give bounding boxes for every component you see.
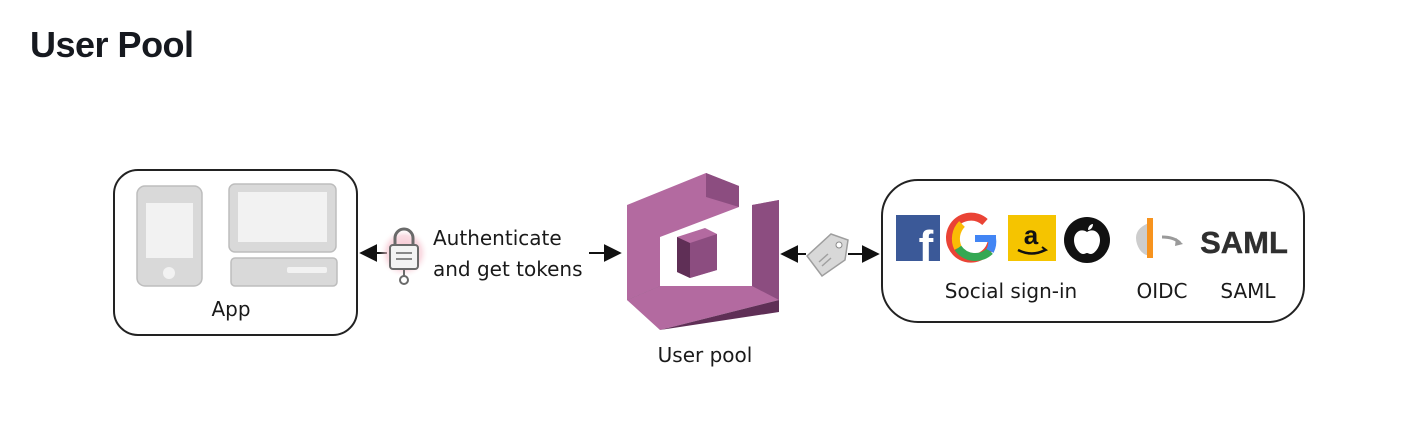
facebook-icon: f xyxy=(896,215,940,271)
google-icon xyxy=(946,212,997,263)
social-sign-in-label: Social sign-in xyxy=(945,279,1077,303)
apple-icon xyxy=(1064,217,1110,263)
token-tag-icon xyxy=(805,233,849,278)
app-box: App xyxy=(113,169,358,336)
cognito-user-pool-icon xyxy=(627,173,779,330)
saml-logo-text: SAML xyxy=(1200,225,1288,260)
oidc-label: OIDC xyxy=(1136,279,1187,303)
lock-icon xyxy=(379,227,429,285)
saml-label: SAML xyxy=(1220,279,1276,303)
laptop-icon xyxy=(228,183,338,287)
oidc-icon xyxy=(1136,218,1183,258)
amazon-logo-text: a xyxy=(1024,220,1039,250)
auth-label-line1: Authenticate xyxy=(433,226,562,250)
phone-icon xyxy=(136,185,203,287)
page-title: User Pool xyxy=(30,24,194,65)
auth-label-line2: and get tokens xyxy=(433,257,583,281)
amazon-icon: a xyxy=(1008,215,1056,261)
identity-providers-box: f a SAML Social sign-in OI xyxy=(881,179,1305,323)
user-pool-label: User pool xyxy=(658,343,753,367)
facebook-logo-text: f xyxy=(919,222,934,271)
app-label: App xyxy=(211,297,250,321)
